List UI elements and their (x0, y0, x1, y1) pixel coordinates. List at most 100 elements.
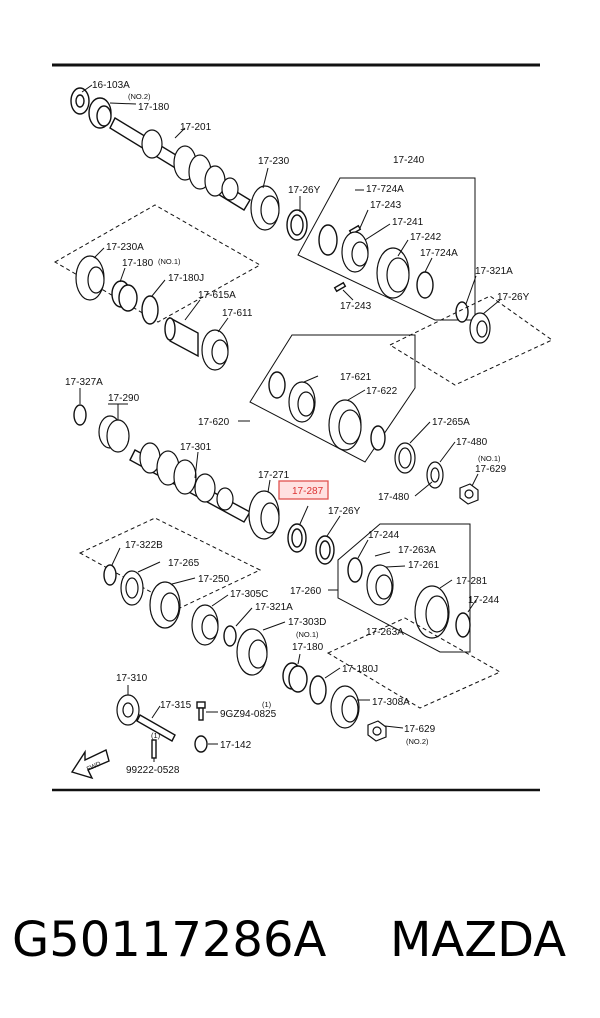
ring-17-265a[interactable] (394, 442, 416, 474)
gear-17-303d[interactable] (236, 628, 268, 676)
sleeve-17-242[interactable] (376, 247, 410, 299)
clip-17-724a-a[interactable] (318, 224, 338, 256)
bolt-9gz94-0825[interactable] (196, 701, 206, 721)
highlight-box-17-287 (278, 480, 329, 500)
label-17-287: 17-287 (292, 486, 324, 497)
shaft-17-315[interactable] (136, 714, 176, 742)
gear-17-308a[interactable] (330, 685, 360, 729)
synchro-hub-17-261[interactable] (366, 564, 394, 606)
part-labels: 16-103A (NO.2) 17-180 17-201 17-230 17-2… (65, 80, 530, 776)
sleeve-17-622[interactable] (328, 399, 362, 451)
ring-17-26y-c[interactable] (315, 535, 335, 565)
label-17-241: 17-241 (392, 217, 424, 228)
label-17-620: 17-620 (198, 417, 230, 428)
main-shaft-17-201[interactable] (109, 117, 251, 211)
label-17-629-b: 17-629 (404, 724, 436, 735)
bearing-17-180-no1-lower[interactable] (282, 662, 308, 693)
gear-17-250[interactable] (149, 581, 181, 629)
ring-17-321a-a[interactable] (455, 301, 469, 323)
idler-gear-17-310[interactable] (116, 694, 140, 726)
nut-17-629-a[interactable] (459, 483, 479, 505)
gear-17-230[interactable] (250, 185, 280, 231)
label-17-303d: 17-303D (288, 617, 326, 628)
label-17-301: 17-301 (180, 442, 212, 453)
label-17-261: 17-261 (408, 560, 440, 571)
bearing-17-290[interactable] (98, 415, 130, 453)
label-17-621: 17-621 (340, 372, 372, 383)
label-no1-c: (NO.1) (296, 630, 319, 639)
label-16-103a: 16-103A (92, 80, 130, 91)
bearing-16-103a[interactable] (70, 87, 90, 115)
ring-17-322b[interactable] (103, 564, 117, 586)
label-17-244-a: 17-244 (368, 530, 400, 541)
clip-17-620-a[interactable] (268, 371, 286, 399)
dash-box-17-322b (78, 517, 262, 609)
spacer-17-142[interactable] (194, 735, 208, 753)
ring-17-321a-b[interactable] (223, 625, 237, 647)
dash-box-right-upper (388, 295, 553, 386)
label-17-230: 17-230 (258, 156, 290, 167)
label-17-321a-b: 17-321A (255, 602, 293, 613)
label-17-327a: 17-327A (65, 377, 103, 388)
label-17-265: 17-265 (168, 558, 200, 569)
label-17-142: 17-142 (220, 740, 252, 751)
label-17-180-top: 17-180 (138, 102, 170, 113)
label-17-315: 17-315 (160, 700, 192, 711)
clip-17-244-a[interactable] (347, 557, 363, 583)
box-17-620 (249, 334, 416, 463)
label-no2-top: (NO.2) (128, 92, 151, 101)
label-17-260: 17-260 (290, 586, 322, 597)
gear-17-271[interactable] (248, 490, 280, 540)
label-17-240: 17-240 (393, 155, 425, 166)
label-17-180-no1: 17-180 (122, 258, 154, 269)
label-17-180-c: 17-180 (292, 642, 324, 653)
box-17-260 (337, 523, 471, 653)
label-17-724a-b: 17-724A (420, 248, 458, 259)
sleeve-17-615a[interactable] (164, 316, 199, 358)
race-17-180j-a[interactable] (141, 295, 159, 325)
ring-17-26y-b[interactable] (469, 312, 491, 344)
sleeve-17-281[interactable] (414, 585, 450, 639)
bearing-17-180-no2[interactable] (88, 97, 112, 129)
label-17-308a: 17-308A (372, 697, 410, 708)
dash-box-lower-right (326, 617, 502, 709)
box-17-240 (297, 177, 476, 321)
nut-17-629-b[interactable] (367, 720, 387, 742)
gear-17-305c[interactable] (191, 604, 219, 646)
key-17-243-b[interactable] (333, 281, 347, 293)
label-17-263a-b: 17-263A (366, 627, 404, 638)
ring-17-287[interactable] (287, 523, 307, 553)
label-17-322b: 17-322B (125, 540, 163, 551)
synchro-hub-17-621[interactable] (288, 381, 316, 423)
label-17-230a: 17-230A (106, 242, 144, 253)
caption: G50117286A MAZDA (0, 900, 600, 980)
label-17-615a: 17-615A (198, 290, 236, 301)
counter-shaft-17-301[interactable] (129, 442, 251, 523)
clip-17-244-b[interactable] (455, 612, 471, 638)
label-17-724a-a: 17-724A (366, 184, 404, 195)
gear-17-230a[interactable] (75, 255, 105, 301)
label-one-a: (1) (262, 700, 272, 709)
washer-17-480-a[interactable] (426, 461, 444, 489)
gear-17-611[interactable] (201, 329, 229, 371)
label-17-271: 17-271 (258, 470, 290, 481)
pin-99222-0528[interactable] (151, 739, 157, 759)
clip-17-620-b[interactable] (370, 425, 386, 451)
part-number: G50117286A (12, 912, 327, 968)
race-17-180j-b[interactable] (309, 675, 327, 705)
clip-17-724a-b[interactable] (416, 271, 434, 299)
label-17-244-b: 17-244 (468, 595, 500, 606)
label-no1-b: (NO.1) (478, 454, 501, 463)
ring-17-26y-a[interactable] (286, 209, 308, 241)
synchro-hub-17-241[interactable] (341, 231, 369, 273)
bearing-17-180-no1[interactable] (111, 280, 138, 312)
label-17-480-b: 17-480 (378, 492, 410, 503)
bearing-17-327a[interactable] (73, 404, 87, 426)
label-99222-0528: 99222-0528 (126, 765, 180, 776)
label-17-250: 17-250 (198, 574, 230, 585)
ring-17-265[interactable] (120, 570, 144, 606)
label-17-263a-a: 17-263A (398, 545, 436, 556)
label-one-b: (1) (151, 731, 161, 740)
label-no1-a: (NO.1) (158, 257, 181, 266)
forward-direction-arrow: FWD (70, 749, 110, 780)
